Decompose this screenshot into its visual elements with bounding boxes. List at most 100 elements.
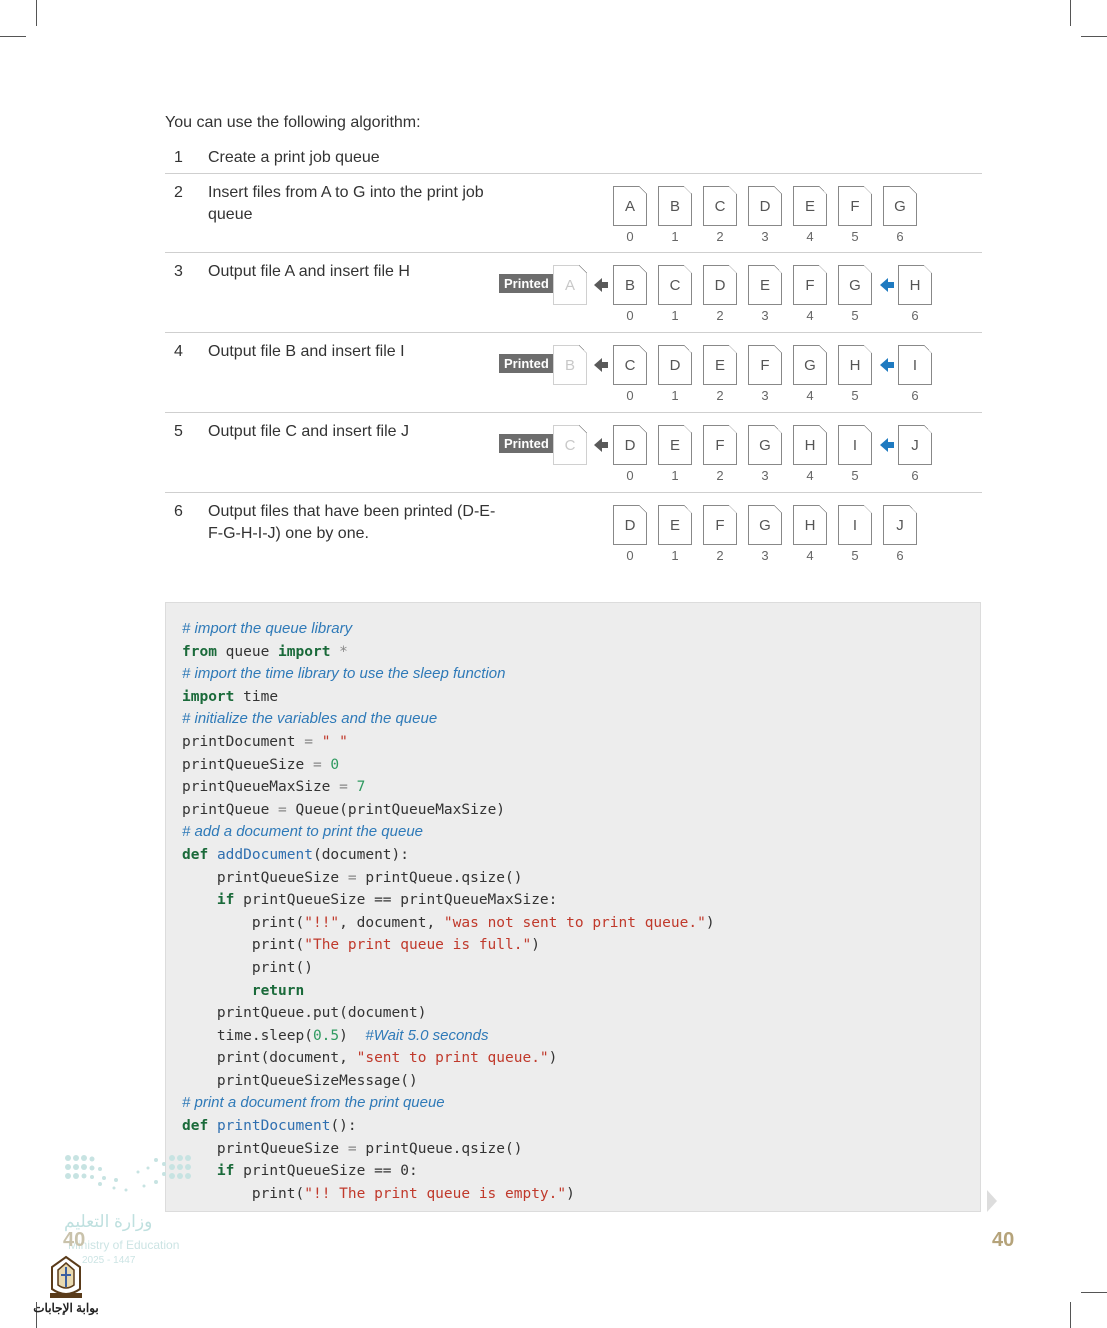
queue-file-box: G xyxy=(883,186,917,226)
code-token: printQueueSize == 0: xyxy=(243,1163,418,1180)
step-row-6: 6 Output files that have been printed (D… xyxy=(165,493,982,571)
code-token: printQueue xyxy=(182,801,270,818)
step-text: Output file C and insert file J xyxy=(208,423,409,440)
queue-file-box: J xyxy=(898,425,932,465)
printed-label: Printed xyxy=(499,354,554,373)
portal-label: بوابة الإجابات xyxy=(33,1301,99,1315)
queue-file-box: B xyxy=(658,186,692,226)
page-number-right: 40 xyxy=(992,1229,1015,1251)
queue-index: 2 xyxy=(716,388,724,403)
queue-file-box: E xyxy=(658,505,692,545)
queue-file-box: G xyxy=(748,505,782,545)
queue-index: 6 xyxy=(896,548,904,563)
step-row-5: 5 Output file C and insert file J Printe… xyxy=(165,413,982,493)
step-row-2: 2 Insert files from A to G into the prin… xyxy=(165,174,982,253)
queue-index: 5 xyxy=(851,229,859,244)
code-keyword: if xyxy=(216,1163,235,1180)
code-string: " " xyxy=(321,733,348,750)
queue-file-box: H xyxy=(793,425,827,465)
code-comment: # initialize the variables and the queue xyxy=(182,710,438,728)
code-token: = xyxy=(278,801,287,818)
code-keyword: import xyxy=(278,643,331,660)
code-number: 0 xyxy=(330,756,340,773)
code-token: printQueueSize == printQueueMaxSize: xyxy=(243,892,558,909)
queue-file-box: E xyxy=(748,265,782,305)
code-token: print( xyxy=(251,937,305,954)
queue-index: 4 xyxy=(806,229,814,244)
printed-file-box: C xyxy=(553,425,587,465)
queue-index: 3 xyxy=(761,388,769,403)
queue-index: 0 xyxy=(626,468,634,483)
printed-label: Printed xyxy=(499,274,554,293)
step-number: 6 xyxy=(174,503,183,520)
queue-index: 3 xyxy=(761,468,769,483)
queue-index: 3 xyxy=(761,548,769,563)
dequeue-arrow-icon xyxy=(594,358,608,372)
dequeue-arrow-icon xyxy=(594,278,608,292)
queue-file-box: B xyxy=(613,265,647,305)
queue-file-box: A xyxy=(613,186,647,226)
queue-file-box: C xyxy=(703,186,737,226)
code-token: = xyxy=(304,733,313,750)
code-token: = xyxy=(339,779,348,796)
queue-file-box: F xyxy=(748,345,782,385)
code-token: printQueueSize xyxy=(216,869,340,886)
code-token: printQueueMaxSize xyxy=(182,779,331,796)
code-number: 0.5 xyxy=(312,1027,340,1044)
queue-index: 3 xyxy=(761,229,769,244)
printed-file-box: A xyxy=(553,265,587,305)
code-string: "!!" xyxy=(304,914,340,931)
step-text: Output file A and insert file H xyxy=(208,263,410,280)
code-token: ) xyxy=(339,1027,348,1044)
code-comment: # import the queue library xyxy=(182,620,353,637)
code-token: = xyxy=(312,756,322,773)
printed-file-box: B xyxy=(553,345,587,385)
code-comment: # import the time library to use the sle… xyxy=(182,665,506,683)
queue-index: 1 xyxy=(671,468,679,483)
queue-index: 6 xyxy=(911,388,919,403)
code-token: time xyxy=(243,688,279,705)
portal-emblem-icon xyxy=(50,1255,82,1298)
ministry-year: 2025 - 1447 xyxy=(82,1255,136,1266)
queue-file-box: H xyxy=(838,345,872,385)
code-token: ) xyxy=(548,1050,558,1067)
next-page-arrow-icon xyxy=(987,1190,997,1212)
crop-mark xyxy=(1081,1292,1107,1293)
step-number: 1 xyxy=(174,149,183,166)
queue-index: 0 xyxy=(626,229,634,244)
queue-file-box: E xyxy=(703,345,737,385)
ministry-dots-icon xyxy=(65,1155,191,1192)
queue-index: 3 xyxy=(761,308,769,323)
queue-file-box: I xyxy=(838,425,872,465)
queue-index: 2 xyxy=(716,548,724,563)
code-comment: #Wait 5.0 seconds xyxy=(365,1026,489,1044)
step-row-3: 3 Output file A and insert file H Printe… xyxy=(165,253,982,333)
code-keyword: from xyxy=(182,643,217,660)
enqueue-arrow-icon xyxy=(880,278,894,292)
code-token: printQueue.put(document) xyxy=(216,1005,427,1022)
queue-index: 4 xyxy=(806,308,814,323)
queue-file-box: G xyxy=(838,265,872,305)
code-function: addDocument xyxy=(216,846,313,863)
queue-file-box: I xyxy=(898,345,932,385)
code-token: print( xyxy=(251,914,305,931)
step-number: 3 xyxy=(174,263,183,280)
code-token: printQueueSize xyxy=(182,756,305,773)
code-keyword: def xyxy=(182,846,209,863)
crop-mark xyxy=(36,1302,37,1328)
queue-file-box: G xyxy=(793,345,827,385)
queue-file-box: C xyxy=(658,265,692,305)
code-string: "The print queue is full." xyxy=(304,937,532,954)
step-text: Output file B and insert file I xyxy=(208,343,405,360)
code-block: # import the queue library from queue im… xyxy=(165,602,981,1212)
answers-portal-logo: بوابة الإجابات xyxy=(30,1255,102,1320)
code-listing: # import the queue library from queue im… xyxy=(182,618,715,1205)
queue-index: 5 xyxy=(851,388,859,403)
printed-label: Printed xyxy=(499,434,554,453)
queue-index: 0 xyxy=(626,308,634,323)
dequeue-arrow-icon xyxy=(594,438,608,452)
algorithm-table: 1 Create a print job queue 2 Insert file… xyxy=(165,145,982,571)
queue-file-box: F xyxy=(793,265,827,305)
queue-file-box: F xyxy=(838,186,872,226)
queue-file-box: J xyxy=(883,505,917,545)
